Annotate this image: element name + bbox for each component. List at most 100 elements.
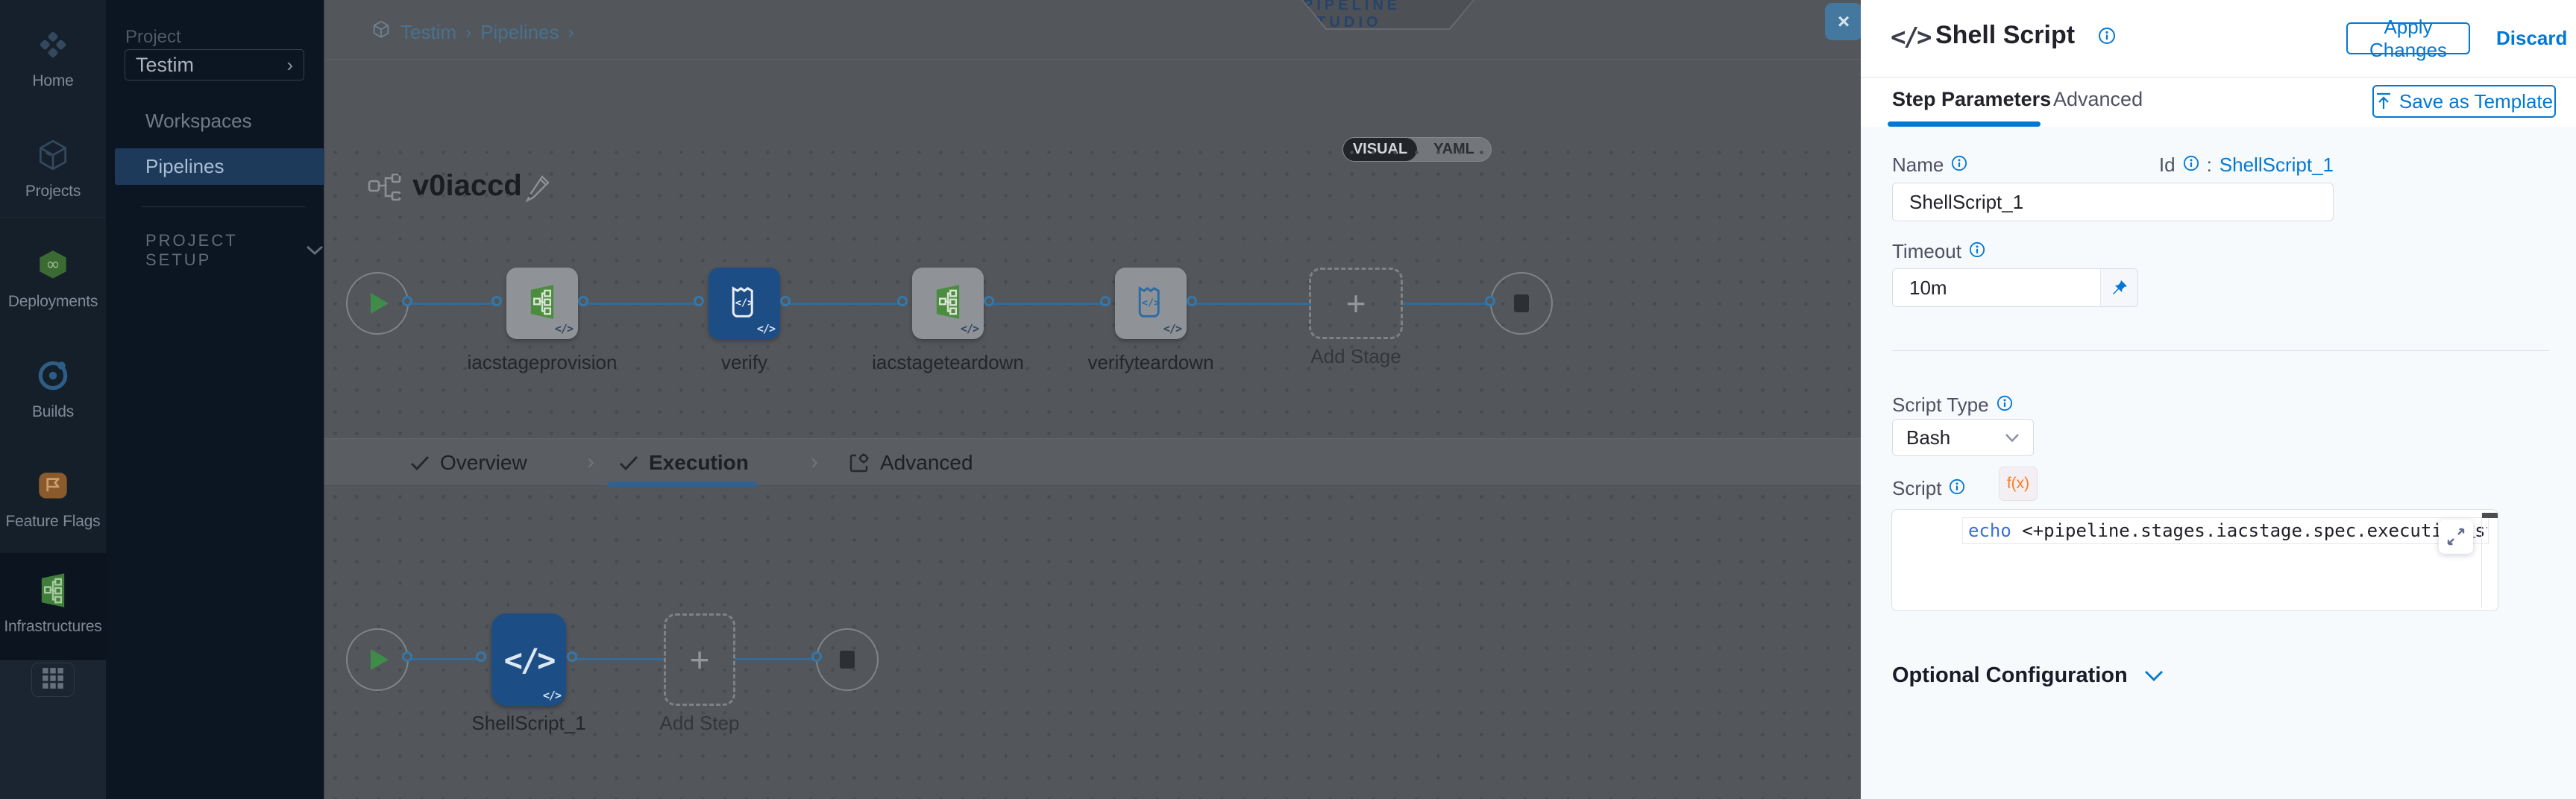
timeout-label: Timeout — [1892, 240, 1985, 263]
cube-icon — [34, 139, 72, 177]
step-config-drawer: </> Shell Script Apply Changes Discard S… — [1861, 0, 2576, 799]
script-code-editor[interactable]: 1 echo <+pipeline.stages.iacstage.spec.e… — [1891, 509, 2498, 611]
rail-active-highlight — [0, 553, 106, 660]
sidebar-item-pipelines[interactable]: Pipelines — [115, 148, 324, 185]
sidebar-item-builds[interactable]: Builds — [0, 358, 106, 421]
sidebar-item-deployments[interactable]: ∞ Deployments — [0, 247, 106, 311]
add-step-button[interactable]: + — [664, 613, 735, 706]
current-line-highlight — [1962, 517, 2489, 544]
pipeline-end-node — [1490, 272, 1553, 335]
tab-advanced[interactable]: Advanced — [849, 451, 973, 475]
chevron-right-icon: › — [811, 449, 818, 474]
sidebar-item-label: Home — [32, 72, 74, 89]
stage-node-iacstageprovision[interactable]: </> — [506, 268, 578, 339]
project-setup-toggle[interactable]: PROJECT SETUP — [145, 231, 324, 270]
pipeline-start-node[interactable] — [346, 272, 409, 335]
pipeline-studio-badge-label: PIPELINE STUDIO — [1303, 0, 1473, 28]
project-selector[interactable]: Testim › — [125, 49, 304, 80]
sidebar-item-home[interactable]: Home — [0, 25, 106, 90]
info-icon[interactable] — [2098, 27, 2116, 48]
info-icon[interactable] — [1949, 477, 1965, 500]
breadcrumb-project[interactable]: Testim — [400, 21, 457, 43]
edge — [1403, 303, 1492, 305]
pipeline-title-row: v0iaccd VISUAL YAML — [324, 60, 1861, 203]
port — [476, 651, 486, 662]
module-picker-button[interactable] — [31, 663, 75, 697]
sidebar-item-workspaces[interactable]: Workspaces — [145, 110, 252, 132]
name-input[interactable] — [1892, 183, 2334, 221]
pin-icon — [2112, 280, 2127, 294]
id-value[interactable]: ShellScript_1 — [2219, 154, 2334, 176]
chevron-right-icon: › — [286, 53, 293, 76]
expand-editor-button[interactable] — [2439, 519, 2473, 554]
port — [567, 651, 577, 662]
add-stage-label[interactable]: Add Stage — [1310, 345, 1401, 367]
port — [1187, 296, 1197, 306]
plus-icon: + — [1345, 284, 1366, 323]
step-label[interactable]: ShellScript_1 — [471, 712, 586, 734]
stage-node-iacstageteardown[interactable]: </> — [912, 268, 984, 339]
svg-text:</>: </> — [735, 297, 754, 309]
step-id-line: Id : ShellScript_1 — [2159, 154, 2334, 177]
play-icon — [371, 293, 389, 314]
drawer-content: Name Id : ShellScript_1 Timeout — [1861, 127, 2576, 799]
stage-label[interactable]: verify — [720, 351, 768, 373]
add-stage-button[interactable]: + — [1309, 268, 1403, 339]
sidebar-item-label: Deployments — [7, 293, 98, 310]
port — [402, 651, 412, 662]
info-icon[interactable] — [2183, 154, 2199, 177]
select-value: Bash — [1906, 426, 1951, 449]
sidebar-item-feature-flags[interactable]: Feature Flags — [0, 467, 106, 531]
tab-label: Execution — [649, 451, 749, 474]
input-type-pin-button[interactable] — [2100, 269, 2137, 306]
info-icon[interactable] — [1951, 154, 1967, 177]
stage-node-verify-selected[interactable]: </> </> — [709, 268, 780, 339]
code-line[interactable]: echo <+pipeline.stages.iacstage.spec.exe… — [1968, 520, 2487, 543]
pipeline-canvas: Testim › Pipelines › PIPELINE STUDIO × v… — [324, 0, 1862, 799]
editor-scrollbar-thumb[interactable] — [2482, 513, 2498, 518]
port — [1100, 296, 1110, 306]
chevron-down-icon — [2144, 670, 2163, 681]
port — [984, 296, 994, 306]
harness-logo-icon — [34, 31, 72, 67]
stage-node-verifyteardown[interactable]: </> </> — [1115, 268, 1187, 339]
discard-button[interactable]: Discard — [2496, 27, 2568, 49]
code-badge: </> — [960, 322, 979, 335]
port — [578, 296, 588, 306]
stage-label[interactable]: iacstageteardown — [872, 351, 1024, 373]
stage-label[interactable]: iacstageprovision — [467, 351, 618, 373]
breadcrumb-pipelines[interactable]: Pipelines — [480, 21, 559, 43]
tab-overview[interactable]: Overview — [410, 451, 527, 475]
field-label-text: Name — [1892, 154, 1944, 176]
tab-execution[interactable]: Execution — [619, 451, 749, 475]
edge — [409, 303, 499, 305]
script-type-select[interactable]: Bash — [1892, 419, 2034, 456]
add-step-label[interactable]: Add Step — [659, 712, 740, 734]
apply-changes-button[interactable]: Apply Changes — [2346, 16, 2470, 61]
save-as-template-button[interactable]: Save as Template — [2372, 85, 2556, 118]
custom-stage-icon: </> — [726, 283, 763, 324]
script-type-label: Script Type — [1892, 394, 2013, 417]
stage-label[interactable]: verifyteardown — [1087, 351, 1214, 373]
execution-start-node[interactable] — [346, 628, 409, 691]
info-icon[interactable] — [1969, 240, 1985, 263]
breadcrumb[interactable]: Testim › Pipelines › — [371, 19, 574, 45]
button-label: Apply Changes — [2369, 15, 2448, 61]
expression-fx-button[interactable]: f(x) — [1999, 467, 2038, 501]
tab-advanced[interactable]: Advanced — [2053, 88, 2143, 110]
tab-label: Overview — [440, 451, 527, 474]
info-icon[interactable] — [1997, 394, 2013, 417]
project-name: Testim — [136, 53, 195, 76]
sidebar-item-label: Builds — [32, 403, 74, 420]
sidebar-item-infrastructures[interactable]: Infrastructures — [0, 571, 106, 636]
step-node-shellscript[interactable]: </> </> — [491, 613, 566, 706]
field-label-text: Script Type — [1892, 394, 1989, 416]
close-drawer-button[interactable]: × — [1825, 3, 1862, 40]
port — [897, 296, 908, 306]
shell-script-icon: </> — [503, 641, 556, 678]
optional-configuration-toggle[interactable]: Optional Configuration — [1892, 663, 2164, 688]
sidebar-item-projects[interactable]: Projects — [0, 137, 106, 200]
timeout-input[interactable] — [1893, 269, 2100, 306]
tab-step-parameters[interactable]: Step Parameters — [1892, 88, 2052, 110]
